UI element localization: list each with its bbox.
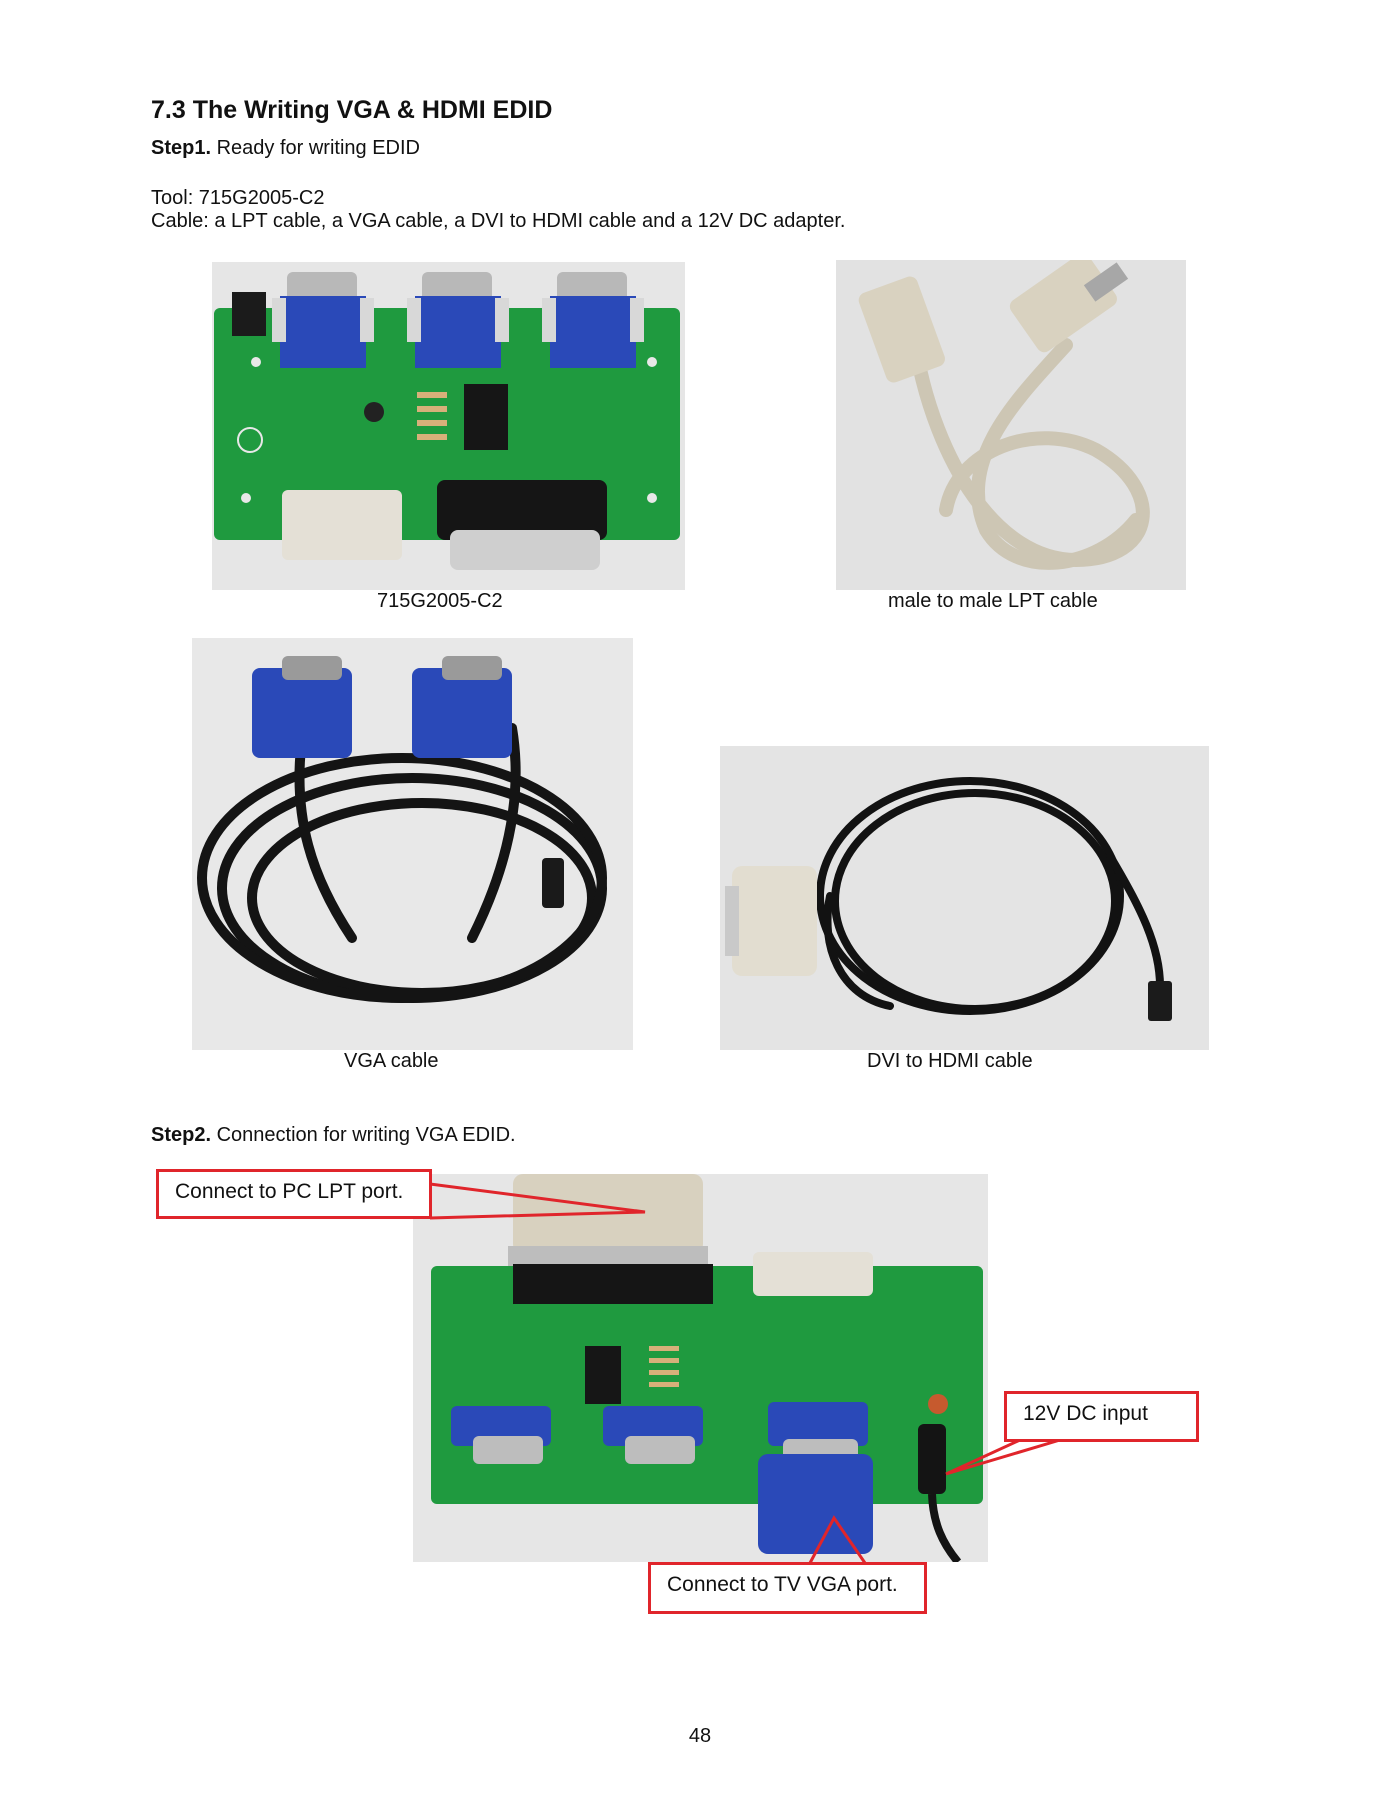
step2-text: Connection for writing VGA EDID. (211, 1124, 516, 1146)
vga-cable-photo (192, 638, 633, 1050)
step2-label: Step2. (151, 1124, 212, 1146)
caption-dvi-hdmi: DVI to HDMI cable (867, 1050, 1033, 1072)
callout-dc-input: 12V DC input (1004, 1391, 1199, 1442)
caption-lpt: male to male LPT cable (888, 590, 1098, 612)
step1-line: Step1. Ready for writing EDID (151, 137, 420, 160)
caption-board: 715G2005-C2 (377, 590, 503, 612)
callout-pc-lpt: Connect to PC LPT port. (156, 1169, 432, 1219)
tool-line: Tool: 715G2005-C2 (151, 187, 325, 209)
caption-vga: VGA cable (344, 1050, 439, 1072)
board-photo (212, 262, 685, 590)
cable-line: Cable: a LPT cable, a VGA cable, a DVI t… (151, 210, 846, 232)
step1-label: Step1. (151, 137, 212, 159)
connection-photo (413, 1174, 988, 1562)
step1-text: Ready for writing EDID (211, 137, 420, 159)
page-number: 48 (688, 1725, 712, 1747)
callout-tv-vga: Connect to TV VGA port. (648, 1562, 927, 1614)
step2-line: Step2. Connection for writing VGA EDID. (151, 1124, 516, 1147)
section-heading: 7.3 The Writing VGA & HDMI EDID (151, 96, 553, 124)
dvi-hdmi-cable-photo (720, 746, 1209, 1050)
lpt-cable-photo (836, 260, 1186, 590)
